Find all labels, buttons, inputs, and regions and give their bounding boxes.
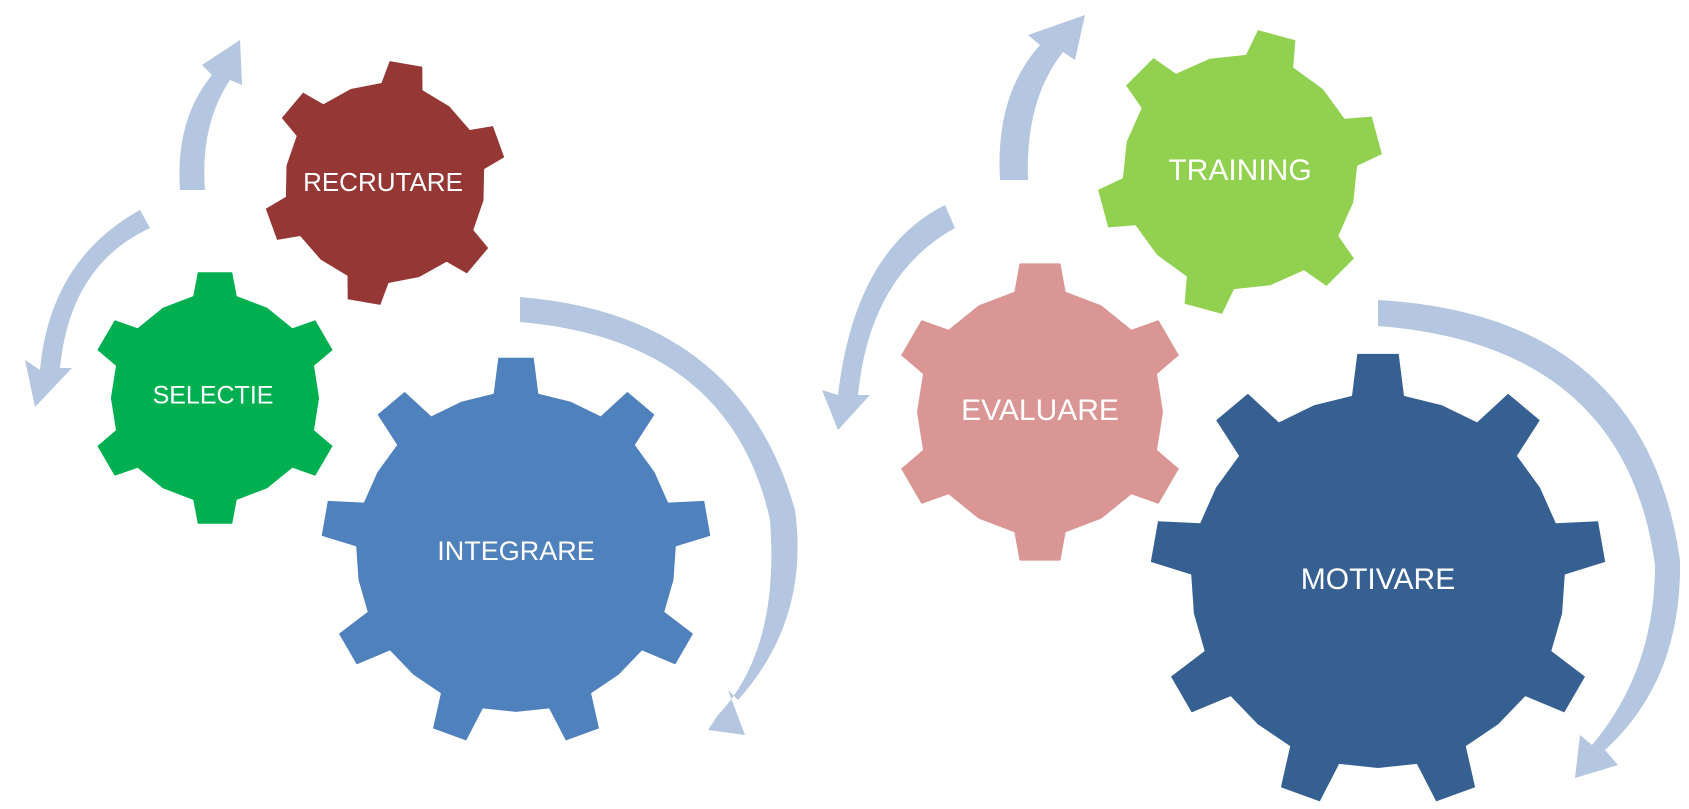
gear-evaluare-label: EVALUARE (961, 394, 1119, 427)
arrow-integrare-cycle (520, 297, 798, 735)
gear-recrutare-shape (265, 61, 505, 305)
arrow-training-to-evaluare (822, 205, 955, 430)
gear-recrutare-label: RECRUTARE (303, 167, 463, 197)
arrow-selectie-to-recrutare (179, 40, 242, 190)
gear-recrutare: RECRUTARE (265, 61, 505, 305)
right-gear-group: TRAINING EVALUARE MOTIVARE (822, 15, 1681, 802)
gear-motivare-shape (1150, 353, 1606, 802)
gear-training: TRAINING (1098, 30, 1382, 314)
gear-selectie-label: SELECTIE (153, 382, 274, 410)
gear-integrare: INTEGRARE (321, 357, 711, 741)
gear-evaluare: EVALUARE (901, 263, 1179, 561)
gear-evaluare-shape (901, 263, 1179, 561)
left-gear-group: RECRUTARE SELECTIE INTEGRARE (25, 40, 798, 741)
gear-integrare-shape (321, 357, 711, 741)
gear-integrare-label: INTEGRARE (437, 536, 595, 566)
gear-selectie: SELECTIE (97, 272, 333, 524)
arrow-motivare-cycle (1378, 300, 1681, 778)
gear-motivare-label: MOTIVARE (1301, 563, 1455, 596)
arrow-recrutare-to-selectie (25, 210, 150, 407)
gear-training-label: TRAINING (1168, 154, 1311, 187)
gear-selectie-shape (97, 272, 333, 524)
gear-training-shape (1098, 30, 1382, 314)
arrow-evaluare-to-training (999, 15, 1085, 180)
gear-motivare: MOTIVARE (1150, 353, 1606, 802)
